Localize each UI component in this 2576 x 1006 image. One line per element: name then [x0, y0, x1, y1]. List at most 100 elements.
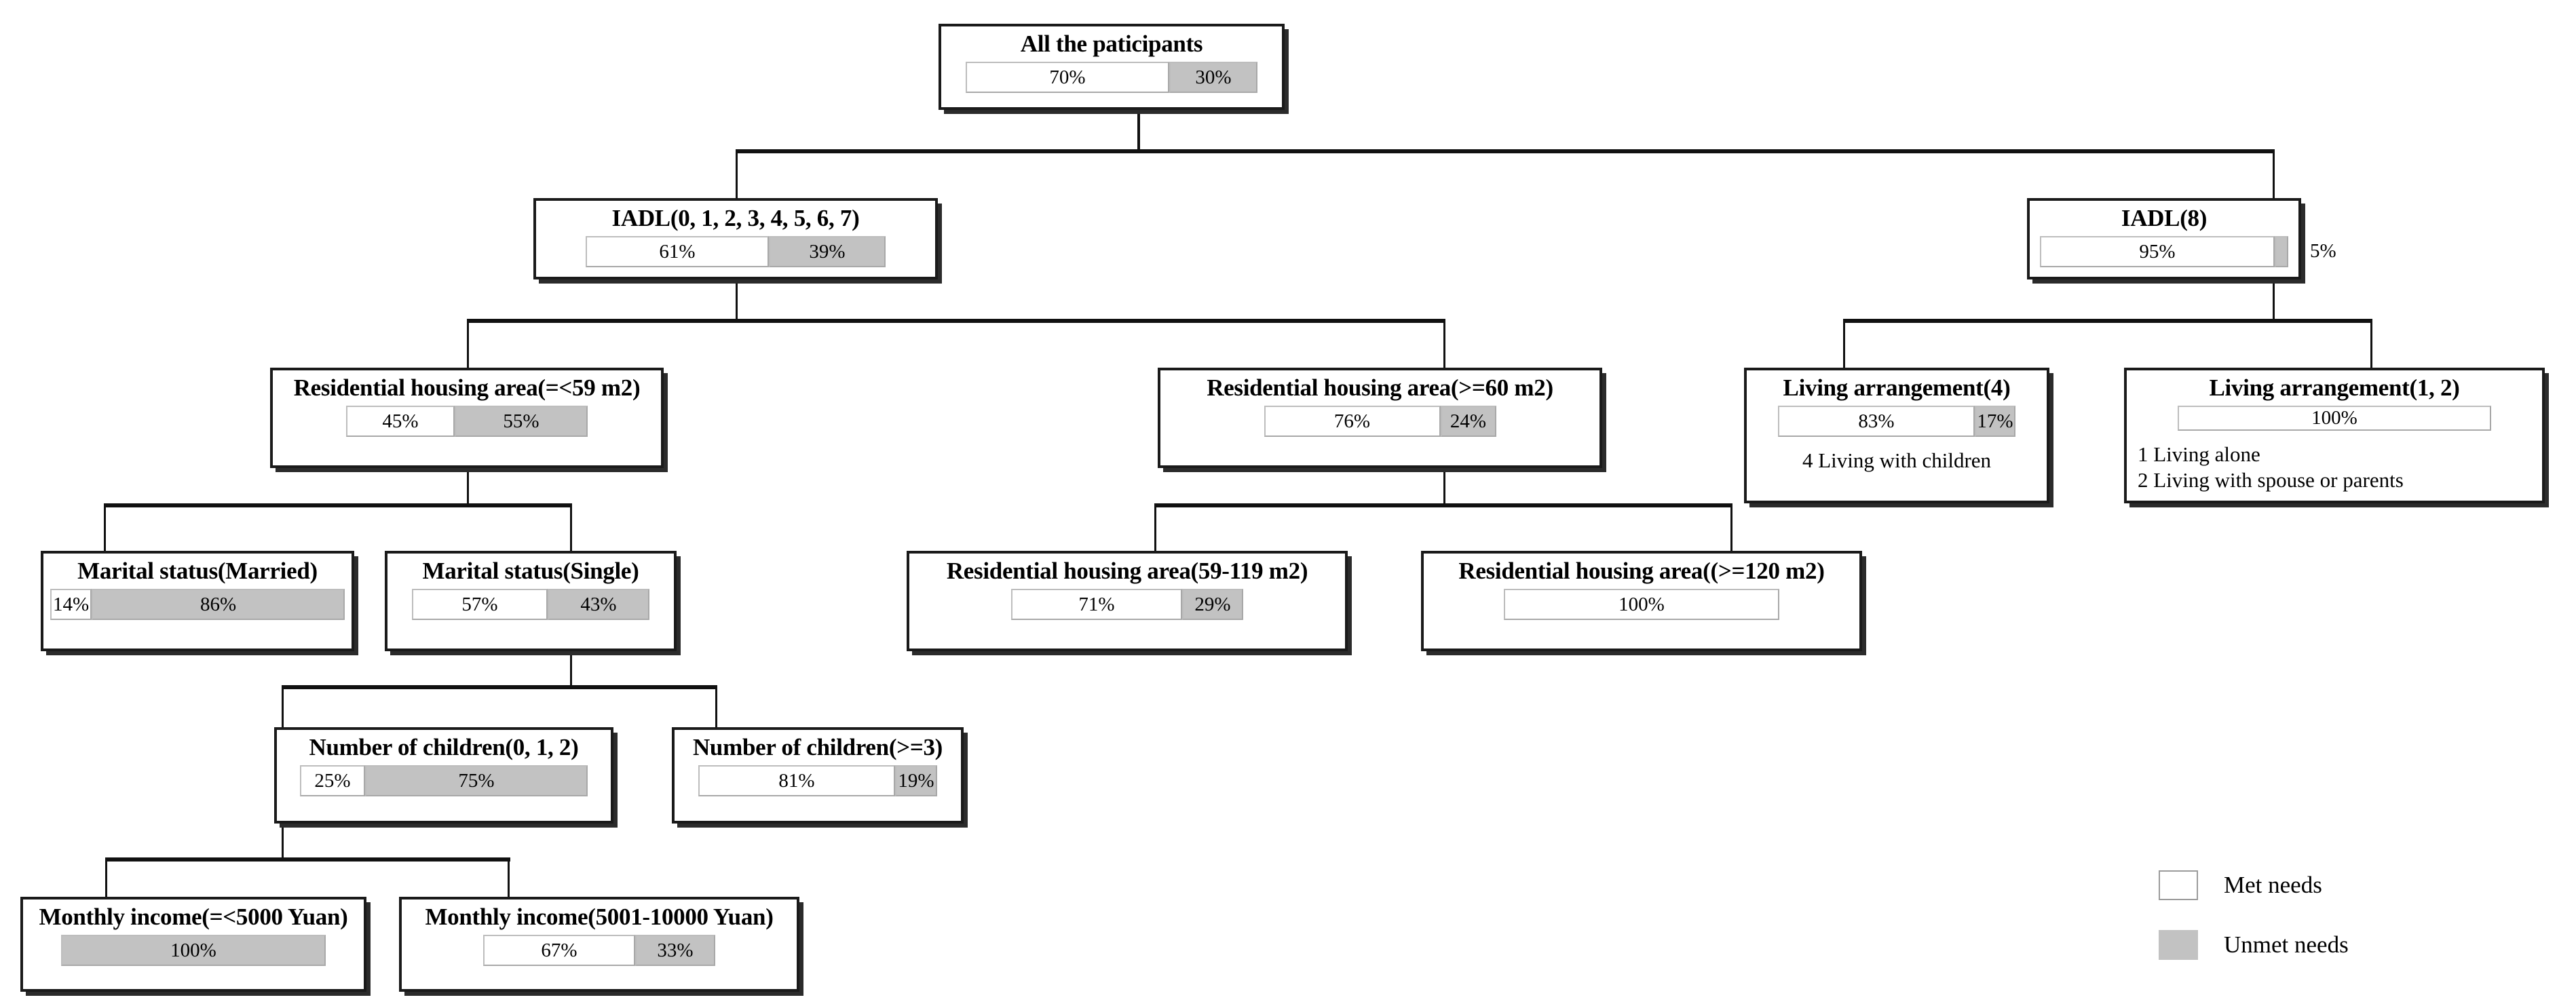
connector-marital-bar [104, 503, 572, 507]
bar-chart: 100% [1504, 589, 1779, 621]
legend: Met needs Unmet needs [2159, 870, 2349, 960]
connector-to-house-mid [1154, 506, 1156, 551]
bar-met: 83% [1778, 406, 1975, 438]
legend-item-met: Met needs [2159, 870, 2349, 900]
bar-unmet: 39% [769, 236, 886, 268]
bar-chart: 71% 29% [1011, 589, 1243, 621]
node-title: Number of children(0, 1, 2) [309, 734, 579, 760]
node-children-low[interactable]: Number of children(0, 1, 2) 25% 75% [274, 727, 613, 824]
bar-unmet: 17% [1975, 406, 2015, 438]
legend-swatch-unmet-icon [2159, 930, 2198, 960]
connector-to-marital-married [104, 506, 106, 551]
connector-marital-single-down [570, 651, 572, 688]
bar-unmet: 30% [1169, 62, 1257, 94]
note-line-2: 2 Living with spouse or parents [2138, 468, 2404, 492]
node-title: Monthly income(=<5000 Yuan) [39, 904, 348, 930]
bar-met: 71% [1011, 589, 1182, 621]
bar-met: 57% [412, 589, 548, 621]
connector-children-low-down [282, 824, 284, 860]
bar-chart: 83% 17% [1778, 406, 2015, 438]
bar-met: 14% [50, 589, 92, 621]
node-title: Residential housing area(>=60 m2) [1207, 374, 1553, 401]
node-title: Number of children(>=3) [692, 734, 943, 760]
connector-level2-bar [736, 149, 2275, 153]
connector-to-income-low [105, 860, 107, 897]
node-income-low[interactable]: Monthly income(=<5000 Yuan) 100% [20, 897, 366, 992]
bar-met: 100% [1504, 589, 1779, 621]
node-housing-xl[interactable]: Residential housing area((>=120 m2) 100% [1421, 551, 1862, 651]
node-title: Living arrangement(4) [1783, 374, 2011, 401]
connector-level3-right-bar [1843, 319, 2372, 323]
bar-unmet: 19% [895, 765, 937, 797]
connector-house-small-down [467, 468, 469, 506]
connector-house-split-bar [1154, 503, 1732, 507]
bar-met: 81% [698, 765, 895, 797]
node-title: Living arrangement(1, 2) [2209, 374, 2460, 401]
node-title: Monthly income(5001-10000 Yuan) [425, 904, 774, 930]
bar-met: 76% [1264, 406, 1441, 438]
bar-chart: 67% 33% [483, 935, 715, 967]
connector-to-marital-single [570, 506, 572, 551]
node-note: 1 Living alone 2 Living with spouse or p… [2134, 442, 2535, 495]
bar-unmet: 100% [61, 935, 326, 967]
bar-met: 100% [2178, 406, 2491, 431]
node-iadl-low[interactable]: IADL(0, 1, 2, 3, 4, 5, 6, 7) 61% 39% [533, 198, 938, 279]
node-title: Marital status(Single) [422, 558, 639, 584]
connector-to-house-xl [1730, 506, 1732, 551]
legend-swatch-met-icon [2159, 870, 2198, 900]
node-iadl-high[interactable]: IADL(8) 95% [2027, 198, 2301, 279]
bar-chart: 95% [2037, 236, 2292, 268]
iadl-high-unmet-label: 5% [2310, 239, 2336, 262]
bar-chart: 57% 43% [412, 589, 649, 621]
bar-met: 95% [2040, 236, 2275, 268]
bar-unmet: 33% [635, 935, 715, 967]
node-title: Residential housing area((>=120 m2) [1458, 558, 1825, 584]
connector-to-children-high [715, 688, 717, 727]
node-living-arrangement-12[interactable]: Living arrangement(1, 2) 100% 1 Living a… [2124, 368, 2545, 503]
bar-chart: 100% [61, 935, 326, 967]
bar-met: 70% [966, 62, 1169, 94]
node-all-participants[interactable]: All the paticipants 70% 30% [939, 24, 1285, 110]
node-title: IADL(8) [2121, 205, 2208, 231]
bar-chart: 70% 30% [966, 62, 1257, 94]
bar-met: 61% [586, 236, 769, 268]
bar-met: 25% [300, 765, 365, 797]
bar-unmet: 75% [365, 765, 588, 797]
bar-chart: 14% 86% [50, 589, 345, 621]
node-children-high[interactable]: Number of children(>=3) 81% 19% [672, 727, 964, 824]
bar-chart: 25% 75% [300, 765, 588, 797]
connector-iadl-low-down [736, 279, 738, 322]
legend-item-unmet: Unmet needs [2159, 930, 2349, 960]
bar-chart: 76% 24% [1264, 406, 1496, 438]
node-housing-mid[interactable]: Residential housing area(59-119 m2) 71% … [907, 551, 1348, 651]
node-living-arrangement-4[interactable]: Living arrangement(4) 83% 17% 4 Living w… [1744, 368, 2049, 503]
bar-chart: 45% 55% [346, 406, 588, 438]
node-title: IADL(0, 1, 2, 3, 4, 5, 6, 7) [611, 205, 860, 231]
node-housing-small[interactable]: Residential housing area(=<59 m2) 45% 55… [270, 368, 664, 468]
bar-chart: 81% 19% [698, 765, 937, 797]
bar-unmet: 43% [548, 589, 649, 621]
node-title: Residential housing area(59-119 m2) [946, 558, 1308, 584]
bar-unmet: 24% [1440, 406, 1496, 438]
node-income-mid[interactable]: Monthly income(5001-10000 Yuan) 67% 33% [399, 897, 799, 992]
bar-unmet [2275, 236, 2288, 268]
bar-unmet: 29% [1182, 589, 1243, 621]
connector-to-living-4 [1843, 322, 1845, 368]
bar-met: 67% [483, 935, 635, 967]
connector-to-iadl-high [2273, 152, 2275, 198]
connector-to-children-low [282, 688, 284, 727]
note-line-1: 4 Living with children [1802, 448, 1992, 473]
connector-to-income-mid [508, 860, 510, 897]
connector-to-iadl-low [736, 152, 738, 198]
node-title: Marital status(Married) [77, 558, 318, 584]
node-housing-large[interactable]: Residential housing area(>=60 m2) 76% 24… [1158, 368, 1602, 468]
node-marital-married[interactable]: Marital status(Married) 14% 86% [41, 551, 354, 651]
node-marital-single[interactable]: Marital status(Single) 57% 43% [385, 551, 677, 651]
bar-chart: 61% 39% [586, 236, 886, 268]
bar-unmet: 55% [455, 406, 588, 438]
node-title: Residential housing area(=<59 m2) [293, 374, 641, 401]
connector-root-down [1137, 110, 1140, 152]
bar-chart: 100% [2178, 406, 2491, 431]
legend-label: Met needs [2224, 872, 2322, 898]
